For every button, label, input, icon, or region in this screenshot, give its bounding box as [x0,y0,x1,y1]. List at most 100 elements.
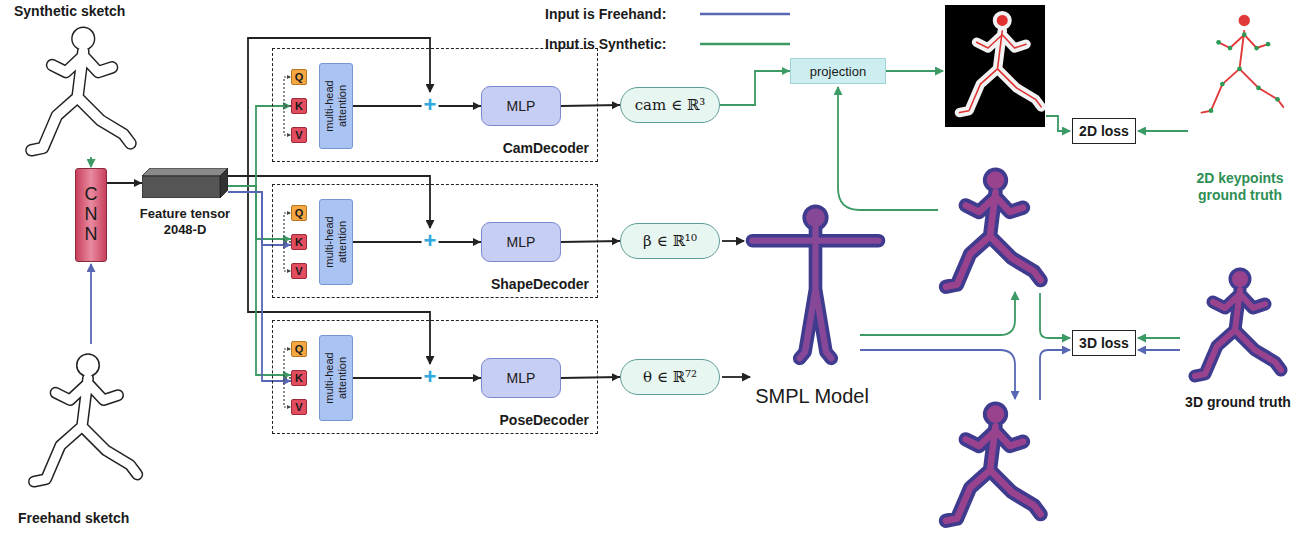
arrow-head [473,238,481,246]
arrow-head [782,67,790,75]
smpl-template-mesh [753,211,879,358]
node-label: K [295,373,303,384]
input-arrow [90,157,92,167]
key-value-box: V [291,127,307,143]
mlp-block: MLP [481,222,561,262]
mlp-block: MLP [481,358,561,398]
connector-arrow [228,186,291,379]
output-vector: β ∈ ℝ¹⁰ [620,223,720,259]
node-label: MLP [507,370,536,386]
node-label: MLP [507,98,536,114]
attention-block: multi-head attention [319,199,353,285]
loss-arrow [1138,130,1188,132]
connector-line [284,242,291,271]
node-label: Q [295,72,304,83]
connector-arrow [284,347,291,378]
legend-text: Input is Freehand: [545,6,666,22]
query-box: Q [291,341,307,357]
connector-arrow [284,106,291,137]
layout-arrows [91,14,1188,400]
plus-symbol: + [422,94,439,116]
node-label: PoseDecoder [500,412,589,428]
connector-line [720,71,790,105]
node-label: V [295,266,302,277]
tensor-face [142,168,228,176]
loss-box: 2D loss [1072,118,1136,144]
node-label: θ ∈ ℝ⁷² [643,368,697,386]
key-value-box: K [291,370,307,386]
projection-box: projection [790,58,886,84]
connector-line [228,192,291,245]
connector-line [353,377,481,379]
ground-truth-mesh [1195,274,1281,376]
connector-line [284,77,291,106]
attention-block: multi-head attention [319,335,353,421]
node-label: Q [295,344,304,355]
loss-arrow [1040,350,1070,400]
node-label: K [295,101,303,112]
connector-arrow [228,186,291,243]
figure-caption: 2D keypoints ground truth [1178,170,1302,204]
predicted-mesh-freehand [946,409,1041,521]
connector-line [228,186,291,375]
figure-caption: Freehand sketch [18,510,129,526]
projection-render [945,5,1045,127]
synthetic-sketch [32,33,131,150]
node-label: MLP [507,234,536,250]
projection-arrow [886,70,943,72]
connector-arrow [284,242,291,273]
node-label: projection [810,64,866,79]
legend-line-synthetic [700,43,790,46]
cnn-block: C N N [75,168,107,262]
node-label: V [295,130,302,141]
key-value-box: K [291,234,307,250]
connector-arrow [228,192,291,385]
tensor-face [220,168,228,198]
mesh-arrow [860,350,1015,399]
figures [32,5,1284,521]
connector-line [561,377,620,378]
connector-arrow [107,179,142,187]
node-label: multi-head attention [323,68,348,144]
projected-figure [960,16,1042,113]
query-box: Q [291,69,307,85]
connector-arrow [284,378,291,409]
arrow-head [134,179,142,187]
node-label: 3D loss [1079,335,1129,351]
legend-line-freehand [700,13,790,16]
arrow-head [612,237,620,245]
skip-arrow [228,38,430,176]
node-label: β ∈ ℝ¹⁰ [643,232,697,250]
node-label: Feature tensor 2048-D [130,206,240,237]
connector-line [561,241,620,242]
connector-line [228,192,291,381]
connector-line [228,106,291,186]
key-value-box: K [291,98,307,114]
node-label: multi-head attention [323,204,348,280]
connector-arrow [353,102,481,110]
legend-text: Input is Synthetic: [545,36,666,52]
loss-box: 3D loss [1072,330,1136,356]
input-arrow [90,264,92,344]
tensor-face [142,176,220,198]
mesh-arrow [838,87,938,210]
node-label: V [295,402,302,413]
shape-arrow [722,240,744,242]
connector-arrow [720,67,790,105]
connector-arrow [561,237,620,245]
mesh-arrow [860,292,1015,335]
connector-line [561,105,620,106]
output-vector: cam ∈ ℝ³ [620,87,720,123]
plus-symbol: + [422,366,439,388]
key-value-box: V [291,263,307,279]
connector-arrow [353,374,481,382]
key-value-box: V [291,399,307,415]
connector-line [284,349,291,378]
node-label: 2D loss [1079,123,1129,139]
arrow-head [473,102,481,110]
query-box: Q [291,205,307,221]
pose-arrow [722,376,750,378]
